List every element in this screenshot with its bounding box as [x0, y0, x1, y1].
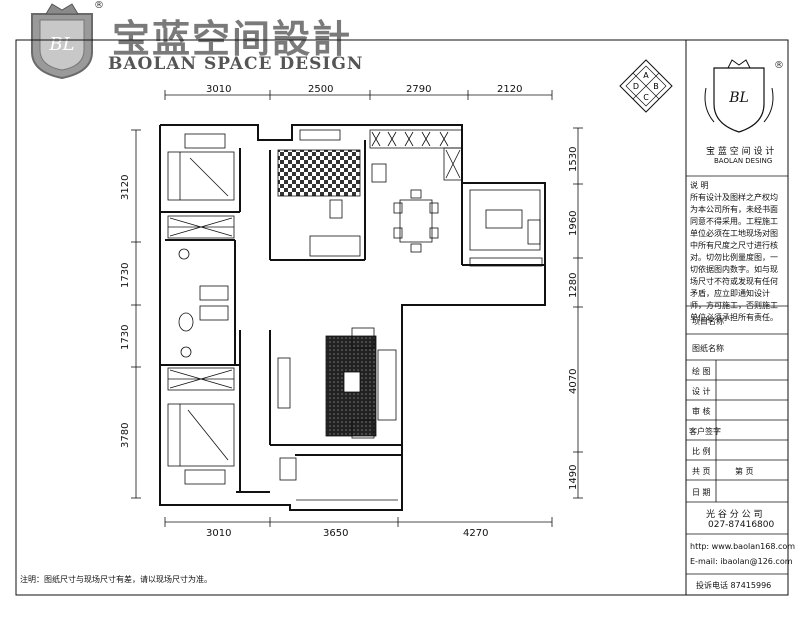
brand-logo: BL — [31, 3, 93, 80]
dimension-top-4: 2120 — [497, 84, 523, 95]
dimension-bottom-1: 3010 — [206, 528, 232, 539]
notes-title: 说 明 — [690, 181, 709, 190]
dimension-top-1: 3010 — [206, 84, 232, 95]
row-scale: 比 例 — [692, 447, 711, 456]
company-email[interactable]: E-mail: ibaolan@126.com — [690, 557, 793, 566]
complaint-phone: 投诉电话 87415996 — [696, 581, 772, 590]
logo-monogram: BL — [48, 34, 74, 55]
diamond-letter-d: D — [633, 82, 639, 91]
title-block-logo: BL — [704, 59, 774, 133]
title-block-logo-en: BAOLAN DESING — [714, 157, 773, 165]
title-block-registered-mark: ® — [774, 60, 784, 71]
dimension-bottom-3: 4270 — [463, 528, 489, 539]
row-client-signature: 客户签字 — [689, 427, 721, 436]
row-reviewer: 审 核 — [692, 407, 711, 416]
dimension-top-2: 2500 — [308, 84, 334, 95]
brand-name-cn: 宝蓝空间設計 — [112, 16, 353, 61]
title-block-monogram: BL — [728, 90, 749, 106]
row-designer: 设 计 — [692, 387, 711, 396]
notes-text: 所有设计及图样之产权均为本公司所有，未经书面同意不得采用。工程施工单位必须在工地… — [690, 193, 778, 322]
diamond-letter-c: C — [643, 93, 649, 102]
diamond-letter-a: A — [643, 71, 649, 80]
company-name: 光 谷 分 公 司 — [706, 510, 763, 520]
footnote: 注明：图纸尺寸与现场尺寸有差，请以现场尺寸为准。 — [20, 575, 212, 584]
company-website[interactable]: http: www.baolan168.com — [690, 542, 796, 551]
row-drawer: 绘 图 — [692, 367, 711, 376]
brand-registered-mark: ® — [94, 0, 104, 11]
total-pages-label: 共 页 — [692, 467, 711, 476]
project-name-label: 项目名称 — [692, 317, 724, 326]
date-label: 日 期 — [692, 488, 711, 497]
orientation-diamond: A B C D — [619, 59, 673, 113]
dimension-top-3: 2790 — [406, 84, 432, 95]
dimension-bottom-2: 3650 — [323, 528, 349, 539]
brand-name-en: BAOLAN SPACE DESIGN — [108, 54, 364, 74]
drawing-name-label: 图纸名称 — [692, 344, 724, 353]
page-number-label: 第 页 — [735, 467, 754, 476]
title-block-logo-cn: 宝 蓝 空 间 设 计 — [706, 147, 775, 157]
diamond-letter-b: B — [653, 82, 659, 91]
company-phone: 027-87416800 — [708, 520, 775, 530]
